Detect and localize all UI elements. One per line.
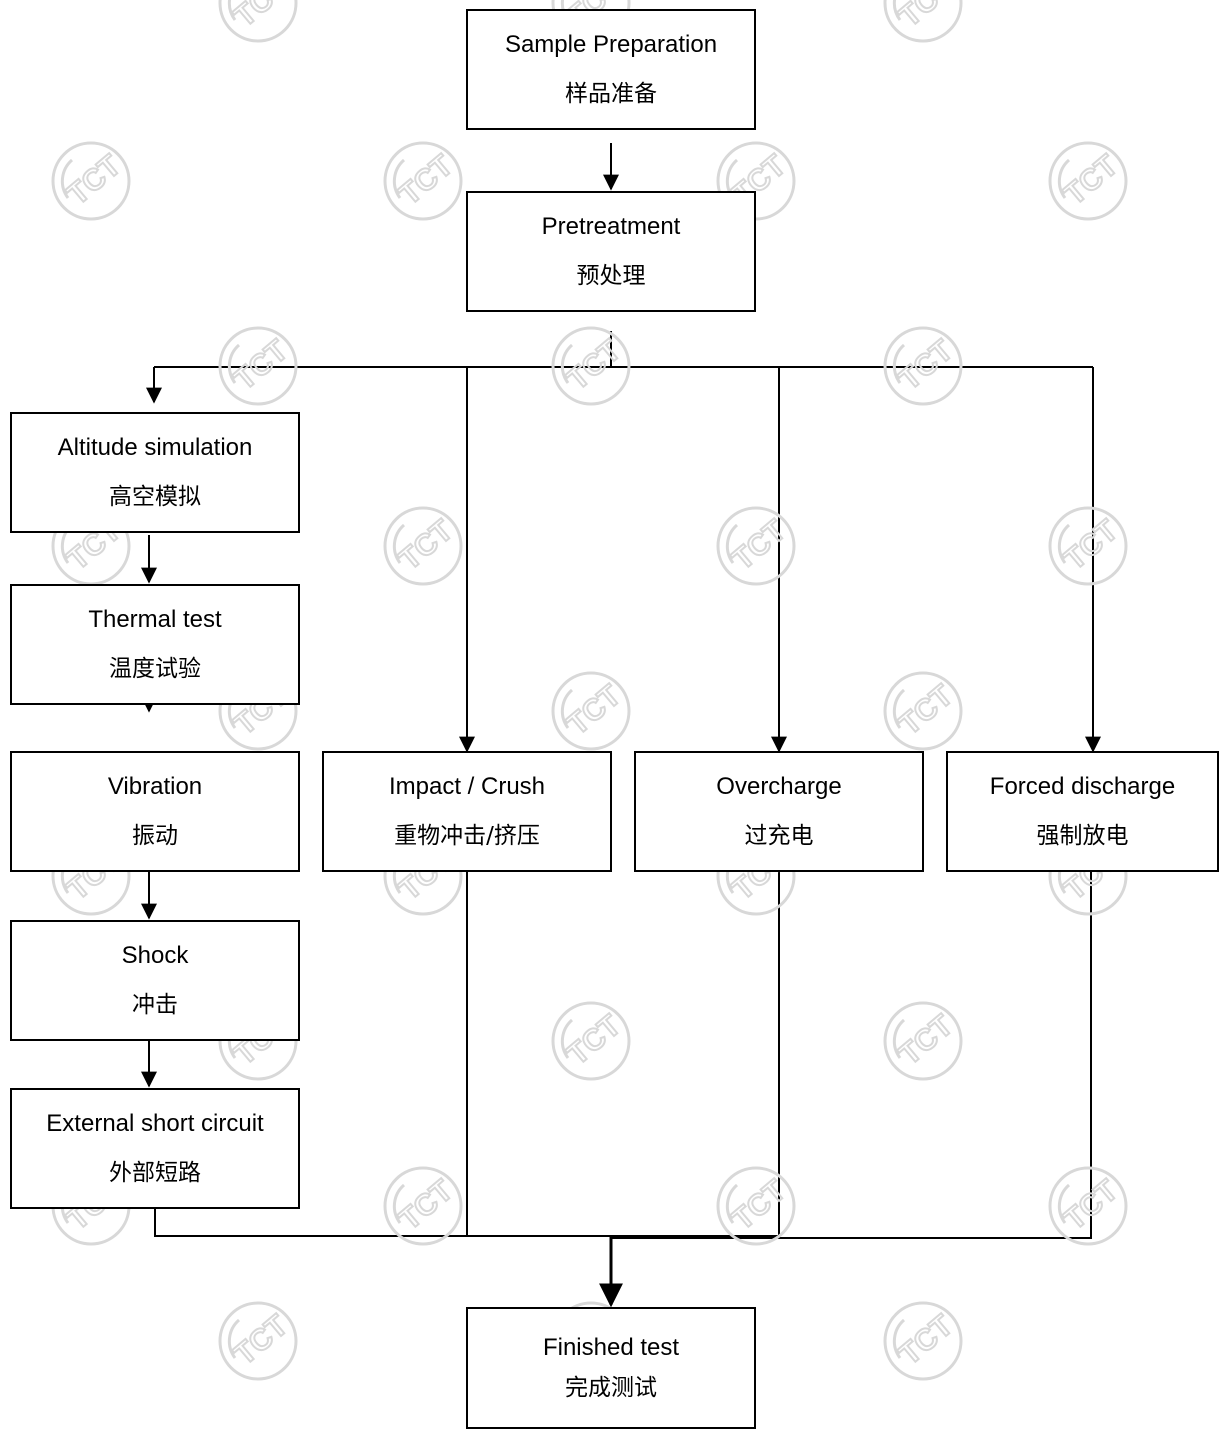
connector-overcharge-return [611, 860, 780, 1237]
box-label-en: Impact / Crush [388, 773, 546, 800]
box-vibration: Vibration 振动 [10, 751, 300, 872]
box-overcharge: Overcharge 过充电 [634, 751, 924, 872]
box-label-en: Forced discharge [989, 773, 1176, 800]
connector-forced-return [611, 860, 1092, 1239]
connector-impact-return [466, 860, 611, 1237]
box-shock: Shock 冲击 [10, 920, 300, 1041]
box-pretreatment: Pretreatment 预处理 [466, 191, 756, 312]
box-label-en: Thermal test [88, 606, 222, 633]
box-sample-preparation: Sample Preparation 样品准备 [466, 9, 756, 130]
box-label-en: External short circuit [46, 1110, 264, 1137]
box-label-en: Sample Preparation [504, 31, 718, 58]
box-external-short-circuit: External short circuit 外部短路 [10, 1088, 300, 1209]
box-label-zh: 重物冲击/挤压 [394, 823, 540, 849]
box-label-zh: 样品准备 [565, 81, 657, 107]
box-label-en: Overcharge [716, 773, 842, 800]
box-label-zh: 振动 [132, 823, 178, 849]
box-impact-crush: Impact / Crush 重物冲击/挤压 [322, 751, 612, 872]
box-altitude-simulation: Altitude simulation 高空模拟 [10, 412, 300, 533]
box-forced-discharge: Forced discharge 强制放电 [946, 751, 1219, 872]
box-label-en: Vibration [107, 773, 203, 800]
box-label-en: Finished test [542, 1334, 680, 1361]
box-label-zh: 过充电 [744, 823, 814, 849]
box-label-zh: 预处理 [576, 263, 646, 289]
box-label-zh: 温度试验 [109, 656, 201, 682]
box-thermal-test: Thermal test 温度试验 [10, 584, 300, 705]
box-label-zh: 冲击 [132, 992, 178, 1018]
box-label-en: Pretreatment [541, 213, 681, 240]
box-finished-test: Finished test 完成测试 [466, 1307, 756, 1429]
box-label-zh: 高空模拟 [109, 484, 201, 510]
box-label-zh: 完成测试 [565, 1375, 657, 1401]
box-label-en: Shock [121, 942, 189, 969]
box-label-zh: 外部短路 [109, 1160, 201, 1186]
box-label-en: Altitude simulation [57, 434, 253, 461]
box-label-zh: 强制放电 [1036, 823, 1129, 849]
